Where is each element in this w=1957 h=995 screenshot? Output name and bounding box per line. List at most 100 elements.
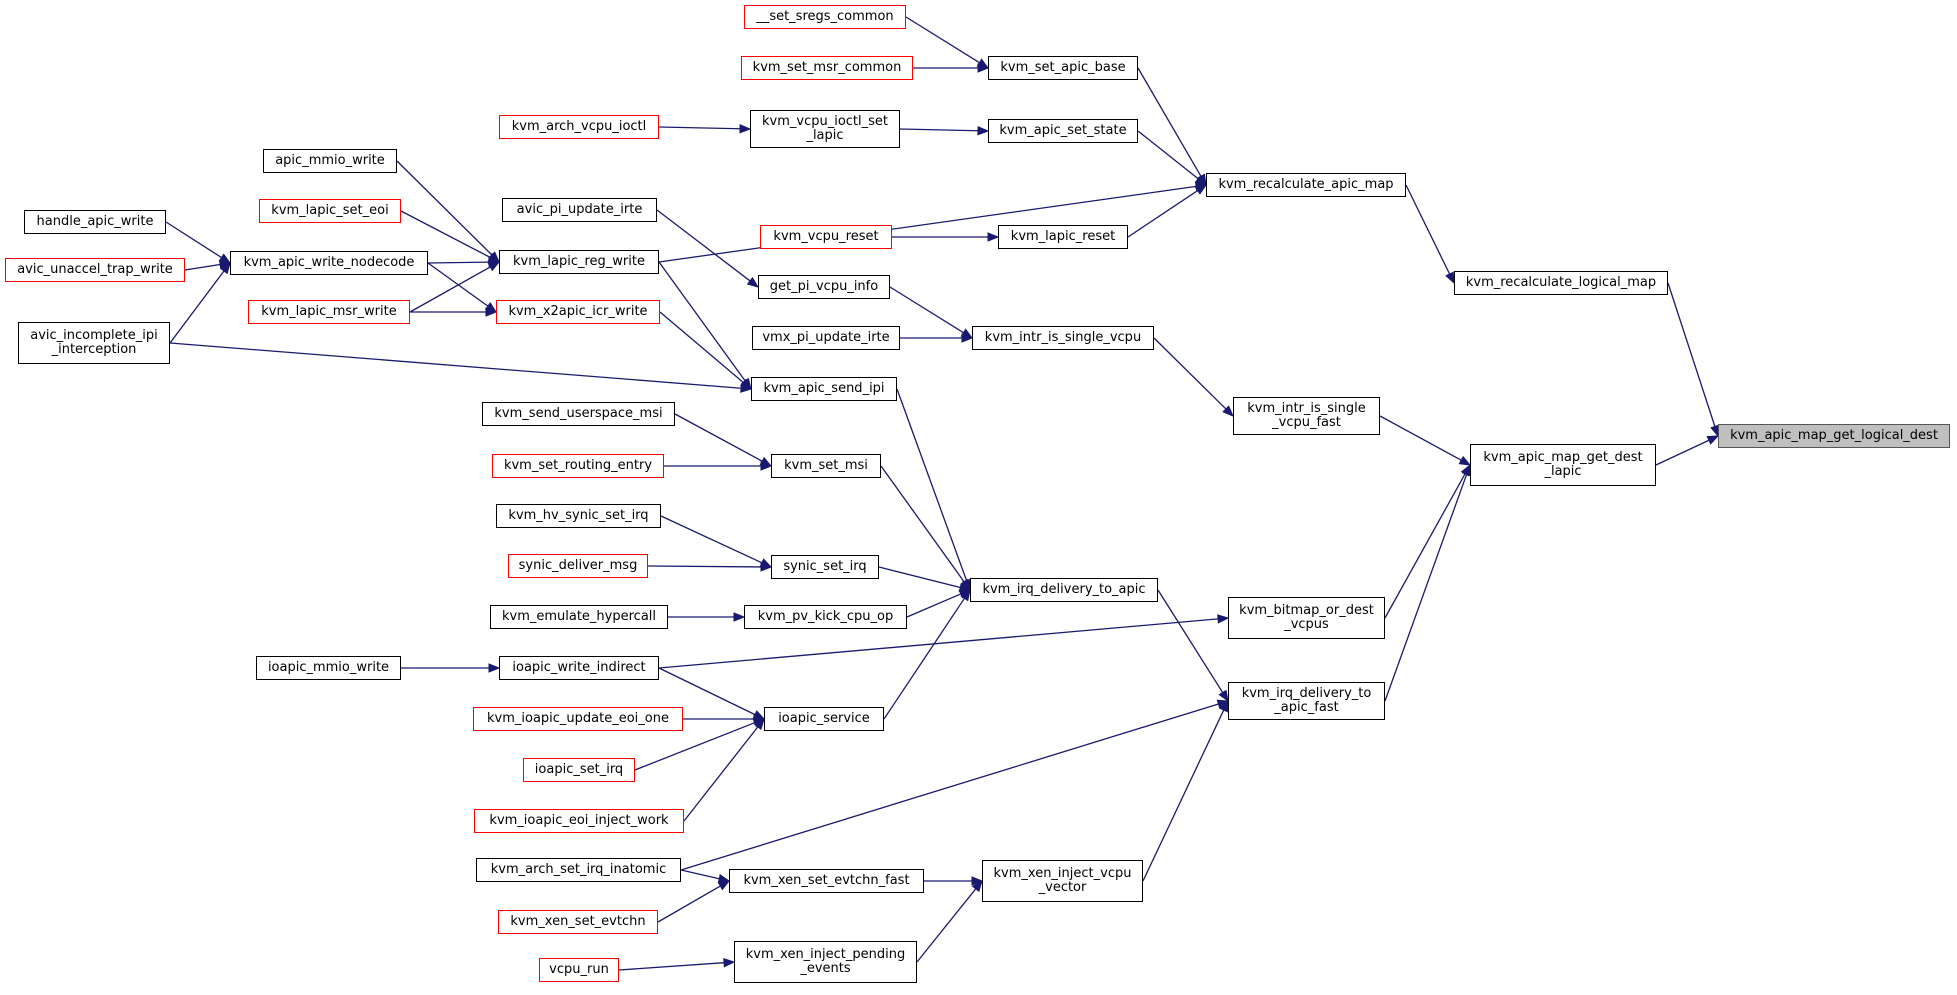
node-label: kvm_pv_kick_cpu_op: [757, 609, 894, 624]
edge-n-arch-irq-inatomic-to-n-irq-apic-fast: [680, 703, 1219, 871]
edge-arrowhead: [971, 876, 984, 886]
edge-n-sregs-to-n-set-apic-base: [905, 16, 980, 64]
node-avic-incomplete[interactable]: avic_incomplete_ipi _interception: [18, 322, 170, 364]
node-label: kvm_lapic_set_eoi: [271, 203, 389, 218]
node-label: kvm_xen_set_evtchn: [510, 914, 646, 929]
edge-n-lapic-reg-write-to-n-recalc-apic: [658, 185, 1197, 263]
node-label: avic_unaccel_trap_write: [17, 262, 173, 277]
node-msr-common[interactable]: kvm_set_msr_common: [741, 56, 913, 80]
edge-arrowhead: [485, 307, 498, 317]
node-sregs[interactable]: __set_sregs_common: [744, 5, 906, 29]
node-emulate-hypercall[interactable]: kvm_emulate_hypercall: [490, 605, 668, 629]
edge-n-avic-trap-to-n-write-nodecode: [184, 263, 221, 271]
node-root: kvm_apic_map_get_logical_dest: [1718, 424, 1950, 448]
node-set-eoi[interactable]: kvm_lapic_set_eoi: [259, 199, 401, 223]
node-label: kvm_irq_delivery_to _apic_fast: [1241, 686, 1372, 715]
node-vcpu-run[interactable]: vcpu_run: [539, 958, 619, 982]
node-lapic-msr-write[interactable]: kvm_lapic_msr_write: [248, 300, 410, 324]
node-set-msi[interactable]: kvm_set_msi: [771, 454, 881, 478]
node-get-pi-vcpu[interactable]: get_pi_vcpu_info: [758, 275, 890, 299]
edge-arrowhead: [1706, 435, 1720, 445]
node-lapic-reg-write[interactable]: kvm_lapic_reg_write: [499, 250, 659, 274]
node-synic-deliver[interactable]: synic_deliver_msg: [508, 554, 648, 578]
node-label: kvm_xen_set_evtchn_fast: [743, 873, 910, 888]
node-eoi-inject[interactable]: kvm_ioapic_eoi_inject_work: [474, 809, 684, 833]
node-xen-set-evtchn[interactable]: kvm_xen_set_evtchn: [498, 910, 658, 934]
edge-arrowhead: [987, 232, 1000, 242]
node-bitmap-or[interactable]: kvm_bitmap_or_dest _vcpus: [1228, 597, 1385, 639]
node-recalc-logical[interactable]: kvm_recalculate_logical_map: [1454, 271, 1668, 295]
node-set-apic-base[interactable]: kvm_set_apic_base: [988, 56, 1138, 80]
node-label: ioapic_service: [778, 711, 870, 726]
node-label: ioapic_write_indirect: [512, 660, 646, 675]
node-intr-single[interactable]: kvm_intr_is_single_vcpu: [972, 326, 1154, 350]
node-intr-single-fast[interactable]: kvm_intr_is_single _vcpu_fast: [1233, 397, 1380, 435]
node-label: synic_deliver_msg: [518, 558, 638, 573]
node-avic-trap[interactable]: avic_unaccel_trap_write: [5, 258, 185, 282]
edge-arrowhead: [960, 588, 971, 602]
node-label: kvm_vcpu_ioctl_set _lapic: [761, 114, 888, 143]
node-arch-irq-inatomic[interactable]: kvm_arch_set_irq_inatomic: [476, 858, 681, 882]
node-irq-apic[interactable]: kvm_irq_delivery_to_apic: [970, 578, 1158, 602]
edge-n-intr-single-fast-to-n-map-get-dest: [1379, 415, 1462, 461]
edge-n-set-msi-to-n-irq-apic: [880, 465, 965, 583]
edge-n-write-nodecode-to-n-lapic-reg-write: [427, 261, 490, 264]
edge-n-synic-set-irq-to-n-irq-apic: [878, 566, 961, 589]
node-recalc-apic[interactable]: kvm_recalculate_apic_map: [1206, 173, 1406, 197]
node-send-userspace-msi[interactable]: kvm_send_userspace_msi: [482, 402, 675, 426]
edge-arrowhead: [739, 124, 752, 134]
node-hv-synic[interactable]: kvm_hv_synic_set_irq: [496, 504, 661, 528]
node-label: avic_pi_update_irte: [516, 202, 643, 217]
node-label: kvm_send_userspace_msi: [494, 406, 663, 421]
node-write-nodecode[interactable]: kvm_apic_write_nodecode: [230, 251, 428, 275]
node-map-get-dest[interactable]: kvm_apic_map_get_dest _lapic: [1470, 444, 1656, 486]
node-label: kvm_x2apic_icr_write: [508, 304, 648, 319]
edge-n-lapic-reset-to-n-recalc-apic: [1127, 190, 1199, 238]
edge-arrowhead: [488, 663, 501, 673]
edge-n-hv-synic-to-n-synic-set-irq: [660, 515, 763, 564]
node-x2apic-icr[interactable]: kvm_x2apic_icr_write: [496, 300, 660, 324]
node-label: ioapic_set_irq: [534, 762, 624, 777]
node-synic-set-irq[interactable]: synic_set_irq: [771, 555, 879, 579]
node-ioapic-set-irq[interactable]: ioapic_set_irq: [523, 758, 635, 782]
node-vmx-pi-irte[interactable]: vmx_pi_update_irte: [752, 326, 900, 350]
edge-n-eoi-inject-to-n-ioapic-service: [683, 726, 759, 822]
edge-arrowhead: [753, 717, 765, 731]
node-send-ipi[interactable]: kvm_apic_send_ipi: [751, 377, 897, 401]
node-ioctl-set-lapic[interactable]: kvm_vcpu_ioctl_set _lapic: [750, 110, 900, 148]
node-xen-evtchn-fast[interactable]: kvm_xen_set_evtchn_fast: [729, 869, 924, 893]
edge-n-xen-set-evtchn-to-n-xen-evtchn-fast: [657, 885, 721, 923]
node-xen-pending[interactable]: kvm_xen_inject_pending _events: [734, 941, 917, 983]
node-handle-apic-write[interactable]: handle_apic_write: [24, 210, 166, 234]
node-label: kvm_lapic_msr_write: [261, 304, 397, 319]
node-label: apic_mmio_write: [275, 153, 385, 168]
edge-n-get-pi-vcpu-to-n-intr-single: [889, 286, 964, 334]
node-irq-apic-fast[interactable]: kvm_irq_delivery_to _apic_fast: [1228, 682, 1385, 720]
edge-n-ioapic-write-ind-to-n-bitmap-or: [658, 618, 1219, 669]
node-ioapic-mmio[interactable]: ioapic_mmio_write: [256, 656, 401, 680]
node-vcpu-reset[interactable]: kvm_vcpu_reset: [760, 225, 892, 249]
node-label: kvm_set_apic_base: [1000, 60, 1126, 75]
node-avic-pi-irte[interactable]: avic_pi_update_irte: [502, 198, 657, 222]
node-pv-kick[interactable]: kvm_pv_kick_cpu_op: [744, 605, 907, 629]
node-apic-set-state[interactable]: kvm_apic_set_state: [988, 119, 1138, 143]
node-label: get_pi_vcpu_info: [769, 279, 879, 294]
node-label: __set_sregs_common: [756, 9, 894, 24]
node-xen-inject-vector[interactable]: kvm_xen_inject_vcpu _vector: [982, 860, 1143, 902]
edge-arrowhead: [971, 879, 983, 893]
node-arch-ioctl[interactable]: kvm_arch_vcpu_ioctl: [499, 115, 659, 139]
node-set-routing[interactable]: kvm_set_routing_entry: [492, 454, 664, 478]
node-ioapic-write-ind[interactable]: ioapic_write_indirect: [499, 656, 659, 680]
edge-n-x2apic-icr-to-n-send-ipi: [659, 311, 744, 384]
node-update-eoi[interactable]: kvm_ioapic_update_eoi_one: [473, 707, 683, 731]
edge-n-avic-pi-irte-to-n-get-pi-vcpu: [656, 209, 751, 282]
edge-arrowhead: [717, 880, 731, 891]
node-label: kvm_lapic_reg_write: [513, 254, 645, 269]
node-mmio-write[interactable]: apic_mmio_write: [263, 149, 397, 173]
node-label: kvm_apic_write_nodecode: [243, 255, 415, 270]
node-lapic-reset[interactable]: kvm_lapic_reset: [998, 225, 1128, 249]
node-label: kvm_recalculate_logical_map: [1465, 275, 1657, 290]
edge-n-avic-incomplete-to-n-write-nodecode: [169, 270, 225, 344]
node-ioapic-service[interactable]: ioapic_service: [764, 707, 884, 731]
edge-n-ioctl-set-lapic-to-n-apic-set-state: [899, 128, 979, 132]
